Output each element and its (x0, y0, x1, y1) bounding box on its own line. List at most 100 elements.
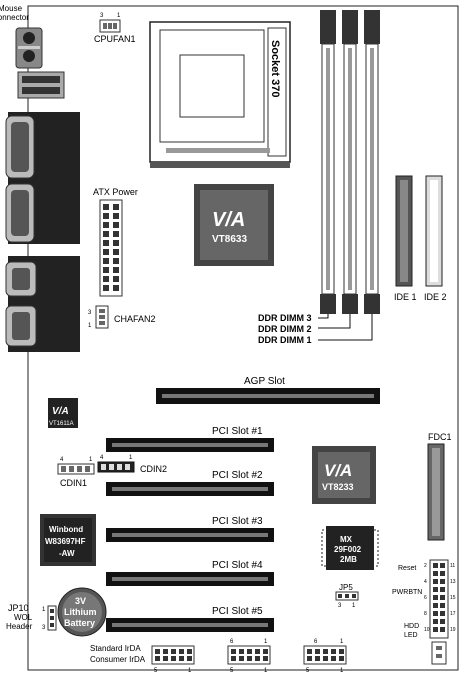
chafan2-pin-1: 1 (88, 323, 92, 329)
front-panel-pin-15: 15 (450, 595, 456, 601)
io-chip-line2: W83697HF (45, 537, 86, 546)
front-panel-pin-8: 8 (424, 611, 427, 617)
svg-text:V/A: V/A (212, 209, 245, 231)
front-panel-header (429, 559, 449, 639)
battery-line2: Lithium (64, 607, 97, 617)
front-panel-pin-2: 2 (424, 563, 427, 569)
jp5-pin-3: 3 (338, 603, 342, 609)
agp-slot-label: AGP Slot (244, 376, 285, 387)
jp10-wol: WOL (14, 613, 33, 622)
cdin2-header (97, 461, 135, 473)
usb-header-1 (227, 645, 271, 665)
pci-slot-1 (106, 438, 274, 452)
ps2-connector (15, 27, 43, 69)
parallel-port (5, 112, 80, 244)
ide1-label: IDE 1 (394, 292, 417, 302)
cdin1-header (57, 463, 95, 475)
irda-standard-label: Standard IrDA (90, 644, 141, 653)
cdin2-label: CDIN2 (140, 464, 167, 474)
svg-text:V/A: V/A (324, 461, 352, 480)
jp5-jumper (335, 591, 359, 601)
jp10-header (47, 605, 57, 631)
bios-line1: MX (340, 535, 353, 544)
ddr-dimm-3-label: DDR DIMM 3 (258, 313, 312, 323)
fdc1-connector (427, 443, 445, 541)
bios-chip (321, 526, 379, 570)
serial-vga-port (5, 256, 80, 352)
usb1-pin-1-top: 1 (264, 639, 268, 645)
ddr-dimm-1-label: DDR DIMM 1 (258, 335, 312, 345)
pci-slot-2-label: PCI Slot #2 (212, 470, 263, 481)
chafan2-pin-3: 3 (88, 310, 92, 316)
pci-slot-3-label: PCI Slot #3 (212, 516, 263, 527)
ide1-connector (395, 175, 413, 287)
pci-slot-2 (106, 482, 274, 496)
chafan2-header (95, 305, 109, 329)
chafan2-label: CHAFAN2 (114, 314, 156, 324)
front-panel-pwrbtn: PWRBTN (392, 589, 422, 596)
usb2-pin-5: 5 (306, 668, 310, 674)
front-panel-reset: Reset (398, 565, 416, 572)
cdin1-pin-1: 1 (89, 457, 93, 463)
svg-text:V/A: V/A (52, 406, 69, 417)
south-bridge-chip: V/A (312, 446, 376, 504)
battery-line1: 3V (75, 596, 86, 606)
pci-slot-5 (106, 618, 274, 632)
north-bridge-name: VT8633 (212, 234, 247, 245)
usb1-pin-1: 1 (264, 668, 268, 674)
io-chip-line1: Winbond (49, 525, 83, 534)
jp10-label: JP10 (8, 603, 29, 613)
battery-line3: Battery (64, 618, 95, 628)
usb2-pin-1: 1 (340, 668, 344, 674)
cpufan1-label: CPUFAN1 (94, 34, 136, 44)
audio-codec-chip: V/A (48, 398, 78, 428)
cdin1-label: CDIN1 (60, 478, 87, 488)
cpufan1-pin-1: 1 (117, 13, 121, 19)
cmos-battery (57, 587, 107, 637)
mouse-connector-label-2: Connector (0, 13, 29, 22)
front-panel-pin-6: 6 (424, 595, 427, 601)
ide2-connector (425, 175, 443, 287)
front-panel-pin-4: 4 (424, 579, 427, 585)
irda-consumer-label: Consumer IrDA (90, 655, 146, 664)
dimm-slots (318, 10, 380, 341)
usb1-pin-6: 6 (230, 639, 234, 645)
cpufan1-pin-3: 3 (100, 13, 104, 19)
cdin2-pin-1: 1 (129, 455, 133, 461)
north-bridge-chip: V/A (194, 184, 274, 266)
usb2-pin-1-top: 1 (340, 639, 344, 645)
audio-codec-name: VT1611A (49, 421, 74, 427)
atx-power-label: ATX Power (93, 187, 138, 197)
bios-line2: 29F002 (334, 545, 362, 554)
ddr-dimm-2-label: DDR DIMM 2 (258, 324, 312, 334)
jp5-pin-1: 1 (352, 603, 356, 609)
socket-label: Socket 370 (269, 40, 281, 97)
mouse-connector-label-1: Mouse (0, 4, 23, 13)
atx-power-connector (99, 199, 123, 297)
agp-slot (156, 388, 380, 404)
front-panel-pin-13: 13 (450, 579, 456, 585)
irda-pin-5: 5 (154, 668, 158, 674)
front-panel-pin-10: 10 (424, 627, 430, 633)
small-connector (431, 641, 447, 665)
cpu-socket (149, 21, 291, 168)
cdin2-pin-4: 4 (100, 455, 104, 461)
pci-slot-4 (106, 572, 274, 586)
jp5-label: JP5 (339, 583, 353, 592)
usb-header-2 (303, 645, 347, 665)
pci-slot-4-label: PCI Slot #4 (212, 560, 263, 571)
south-bridge-name: VT8233 (322, 482, 354, 492)
jp10-header-label: Header (6, 622, 33, 631)
front-panel-pin-17: 17 (450, 611, 456, 617)
cpufan1-header (99, 19, 121, 33)
usb1-pin-5: 5 (230, 668, 234, 674)
cdin1-pin-4: 4 (60, 457, 64, 463)
ide2-label: IDE 2 (424, 292, 447, 302)
usb2-pin-6: 6 (314, 639, 318, 645)
front-panel-pin-11: 11 (450, 563, 455, 569)
irda-header (151, 645, 195, 665)
usb-connector (17, 71, 65, 99)
front-panel-pin-19: 19 (450, 627, 456, 633)
jp10-pin-3: 3 (42, 625, 46, 631)
